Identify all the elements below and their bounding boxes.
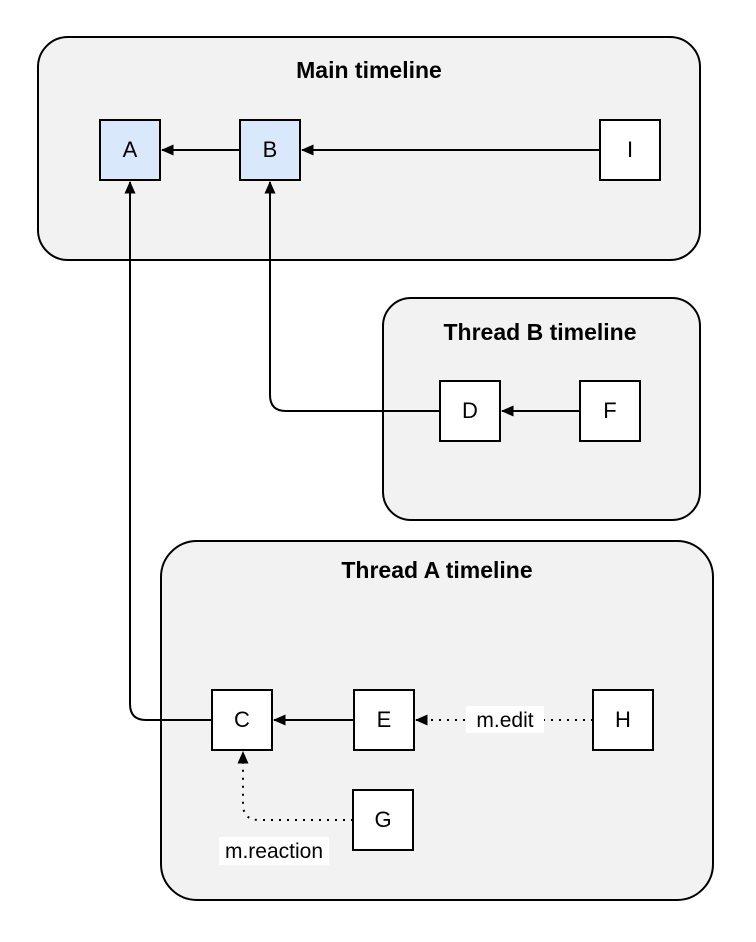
node-c-box <box>211 689 273 751</box>
node-g-label: G <box>374 807 391 832</box>
node-f-box <box>579 380 641 442</box>
node-a-box <box>99 119 161 181</box>
node-a-label: A <box>123 137 138 162</box>
node-e-label: E <box>377 707 392 732</box>
node-f-label: F <box>603 398 616 423</box>
node-h-box <box>592 689 654 751</box>
node-d-box <box>439 380 501 442</box>
group-title-thread-b-timeline: Thread B timeline <box>444 319 637 345</box>
node-h: H <box>592 689 654 751</box>
node-b-label: B <box>263 137 278 162</box>
node-c: C <box>211 689 273 751</box>
node-f: F <box>579 380 641 442</box>
edge-c-to-a <box>124 181 212 721</box>
group-title-main-timeline: Main timeline <box>296 57 442 83</box>
node-i-box <box>599 119 661 181</box>
node-e: E <box>353 689 415 751</box>
group-title-thread-a-timeline: Thread A timeline <box>341 557 532 583</box>
node-g: G <box>352 789 414 851</box>
node-a: A <box>99 119 161 181</box>
group-main-timeline <box>37 36 701 261</box>
edge-label-bg-m-reaction <box>219 837 329 865</box>
edge-label-m-reaction: m.reaction <box>225 840 323 863</box>
group-thread-b-timeline <box>382 297 701 521</box>
node-i-label: I <box>627 137 633 162</box>
edge-label-bg-m-edit <box>466 706 544 733</box>
edge-d-to-b <box>264 181 440 412</box>
node-b-box <box>239 119 301 181</box>
node-d-label: D <box>462 398 478 423</box>
node-e-box <box>353 689 415 751</box>
edge-label-m-edit: m.edit <box>476 709 533 732</box>
node-c-label: C <box>234 707 250 732</box>
node-g-box <box>352 789 414 851</box>
node-b: B <box>239 119 301 181</box>
node-h-label: H <box>615 707 631 732</box>
node-d: D <box>439 380 501 442</box>
node-i: I <box>599 119 661 181</box>
